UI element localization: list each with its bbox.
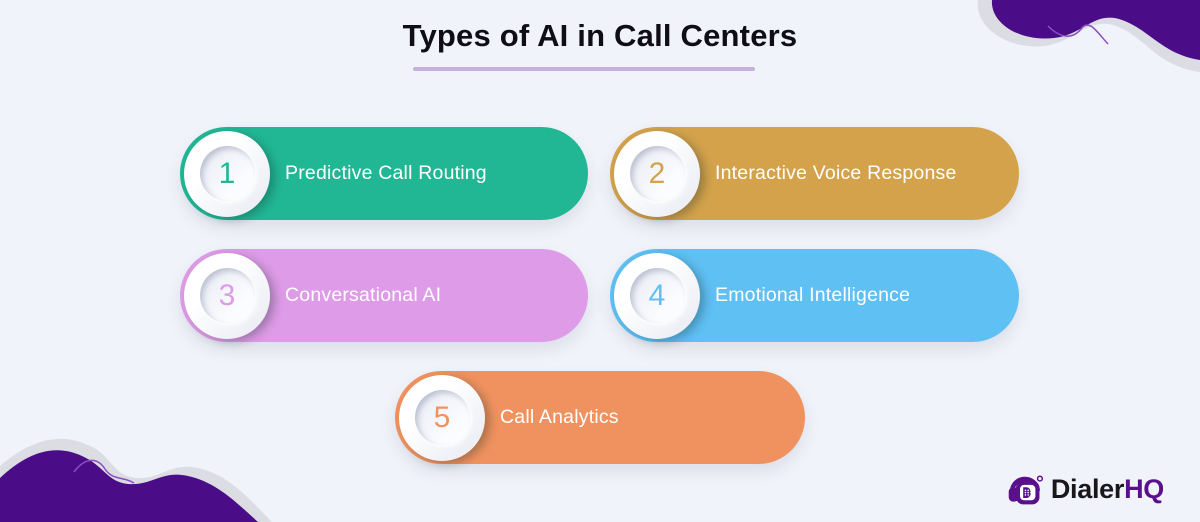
step-number-badge: 4 [614, 252, 700, 339]
step-number: 3 [218, 278, 236, 312]
step-number-badge: 2 [614, 130, 700, 217]
ai-type-pill-emotional-intelligence: 4 Emotional Intelligence [610, 249, 1019, 342]
step-number: 5 [433, 400, 451, 434]
corner-blob-bottom-left [0, 420, 272, 522]
ai-type-pill-interactive-voice-response: 2 Interactive Voice Response [610, 127, 1019, 220]
wordmark-dialer: Dialer [1050, 473, 1125, 504]
dialerhq-wordmark: DialerHQ [1050, 473, 1164, 504]
step-number: 1 [218, 156, 236, 190]
step-number-badge: 3 [184, 252, 270, 339]
wavy-blob-graphic [977, 0, 1200, 72]
dialerhq-logo: DialerHQ [1006, 470, 1164, 508]
step-number-disc: 5 [414, 390, 470, 445]
ai-type-label: Emotional Intelligence [715, 284, 911, 306]
ai-type-label: Conversational AI [285, 284, 442, 306]
page-title: Types of AI in Call Centers [402, 18, 798, 53]
step-number-disc: 2 [629, 146, 685, 201]
ai-type-pill-call-analytics: 5 Call Analytics [395, 371, 805, 464]
step-number-disc: 4 [629, 268, 685, 323]
dialerhq-headset-icon [1008, 475, 1043, 505]
step-number-disc: 3 [199, 268, 255, 323]
title-underline [413, 67, 755, 71]
ai-type-label: Predictive Call Routing [285, 162, 487, 184]
corner-blob-top-right [968, 0, 1200, 82]
step-number: 4 [648, 278, 666, 312]
wordmark-hq: HQ [1124, 473, 1164, 504]
ai-type-pill-predictive-call-routing: 1 Predictive Call Routing [180, 127, 588, 220]
ai-type-label: Interactive Voice Response [715, 162, 957, 184]
step-number-badge: 1 [184, 130, 270, 217]
step-number: 2 [648, 156, 666, 190]
step-number-badge: 5 [399, 374, 485, 461]
ai-type-label: Call Analytics [500, 406, 619, 428]
wavy-blob-graphic [0, 438, 272, 522]
step-number-disc: 1 [199, 146, 255, 201]
ai-type-pill-conversational-ai: 3 Conversational AI [180, 249, 588, 342]
